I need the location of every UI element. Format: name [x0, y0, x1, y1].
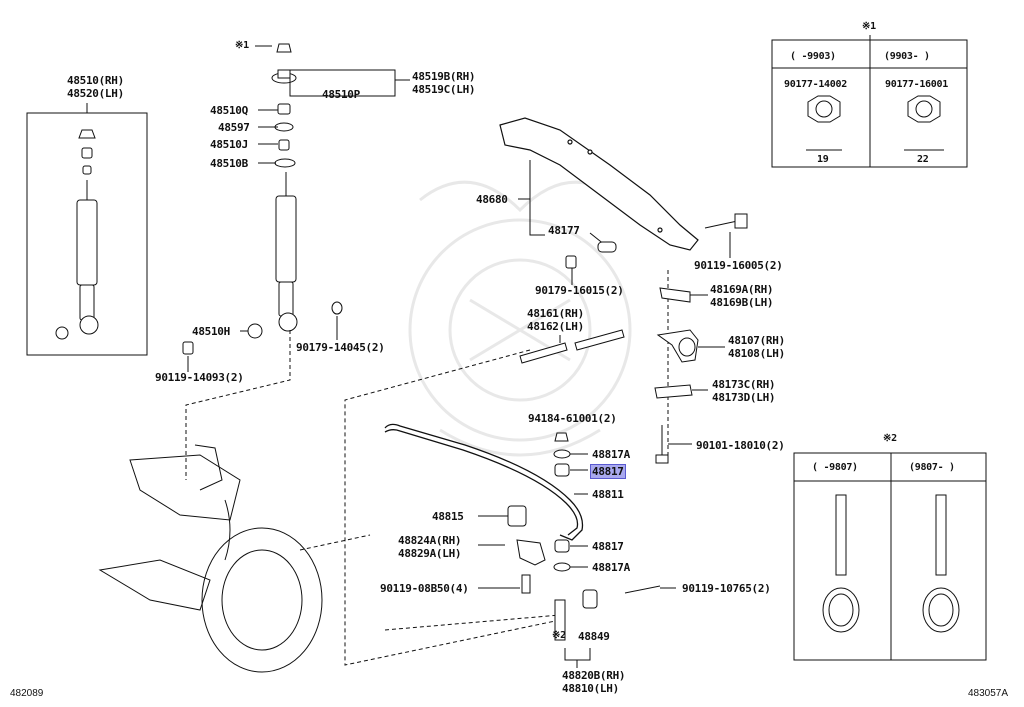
label-48108[interactable]: 48108(LH) [728, 347, 785, 360]
right-leaders [668, 294, 725, 445]
dashed-leaders [185, 270, 669, 666]
label-48519b[interactable]: 48519B(RH) [412, 70, 476, 83]
note1-col2-header: (9903- ) [884, 51, 930, 62]
label-48817a-top[interactable]: 48817A [592, 448, 630, 461]
label-48161[interactable]: 48161(RH) [527, 307, 584, 320]
label-48177[interactable]: 48177 [548, 224, 580, 237]
label-48680[interactable]: 48680 [476, 193, 508, 206]
label-48510j[interactable]: 48510J [210, 138, 248, 151]
note1-col1-part[interactable]: 90177-14002 [784, 79, 847, 90]
center-leader-lines [187, 45, 410, 372]
label-48510h[interactable]: 48510H [192, 325, 230, 338]
note1-title: ※1 [862, 21, 876, 32]
label-48173d[interactable]: 48173D(LH) [712, 391, 776, 404]
label-note2-marker: ※2 [552, 630, 566, 641]
label-48107[interactable]: 48107(RH) [728, 334, 785, 347]
label-90179-16015[interactable]: 90179-16015(2) [535, 284, 624, 297]
label-90119-16005[interactable]: 90119-16005(2) [694, 259, 783, 272]
label-48817a-bottom[interactable]: 48817A [592, 561, 630, 574]
note2-col2-header: (9807- ) [909, 462, 955, 473]
label-48817-bottom[interactable]: 48817 [592, 540, 624, 553]
label-note1-marker: ※1 [235, 40, 249, 51]
label-48824a[interactable]: 48824A(RH) [398, 534, 462, 547]
label-48829a[interactable]: 48829A(LH) [398, 547, 462, 560]
label-48173c[interactable]: 48173C(RH) [712, 378, 776, 391]
label-48169a[interactable]: 48169A(RH) [710, 283, 774, 296]
label-48520-lh[interactable]: 48520(LH) [67, 87, 124, 100]
label-90119-10765[interactable]: 90119-10765(2) [682, 582, 771, 595]
note2-box-frame [793, 452, 987, 661]
frame-small-parts [565, 213, 748, 269]
note1-col2-size: 22 [917, 154, 929, 165]
label-90119-14093[interactable]: 90119-14093(2) [155, 371, 244, 384]
right-brackets [654, 287, 699, 464]
stabilizer-bar [384, 423, 584, 541]
wheel-assembly-sketch [98, 444, 323, 673]
label-48162[interactable]: 48162(LH) [527, 320, 584, 333]
label-48811[interactable]: 48811 [592, 488, 624, 501]
label-48849[interactable]: 48849 [578, 630, 610, 643]
center-shock-parts [182, 43, 343, 355]
label-94184-61001[interactable]: 94184-61001(2) [528, 412, 617, 425]
left-shock-absorber [55, 129, 99, 340]
label-48510q[interactable]: 48510Q [210, 104, 248, 117]
label-90119-08b50[interactable]: 90119-08B50(4) [380, 582, 469, 595]
note1-col1-header: ( -9903) [790, 51, 836, 62]
label-48169b[interactable]: 48169B(LH) [710, 296, 774, 309]
label-48510p[interactable]: 48510P [322, 88, 360, 101]
diagram-code-left: 482089 [10, 688, 44, 699]
note1-col1-size: 19 [817, 154, 829, 165]
label-90179-14045[interactable]: 90179-14045(2) [296, 341, 385, 354]
label-48597[interactable]: 48597 [218, 121, 250, 134]
note1-box-frame [771, 35, 968, 168]
diagram-code-right: 483057A [968, 688, 1009, 699]
note1-col2-part[interactable]: 90177-16001 [885, 79, 948, 90]
note2-title: ※2 [883, 433, 897, 444]
frame-bracket [499, 117, 699, 251]
center-bushing-stack [507, 432, 661, 641]
label-48817-highlighted[interactable]: 48817 [590, 464, 626, 479]
note2-col1-header: ( -9807) [812, 462, 858, 473]
left-shock-box [26, 103, 148, 356]
stabilizer-link-rods [519, 329, 625, 364]
label-48815[interactable]: 48815 [432, 510, 464, 523]
label-48519c[interactable]: 48519C(LH) [412, 83, 476, 96]
center-stack-leaders [478, 453, 676, 668]
label-48820b[interactable]: 48820B(RH) [562, 669, 626, 682]
label-48510-rh[interactable]: 48510(RH) [67, 74, 124, 87]
label-90101-18010[interactable]: 90101-18010(2) [696, 439, 785, 452]
label-48810[interactable]: 48810(LH) [562, 682, 619, 695]
label-48510b[interactable]: 48510B [210, 157, 248, 170]
